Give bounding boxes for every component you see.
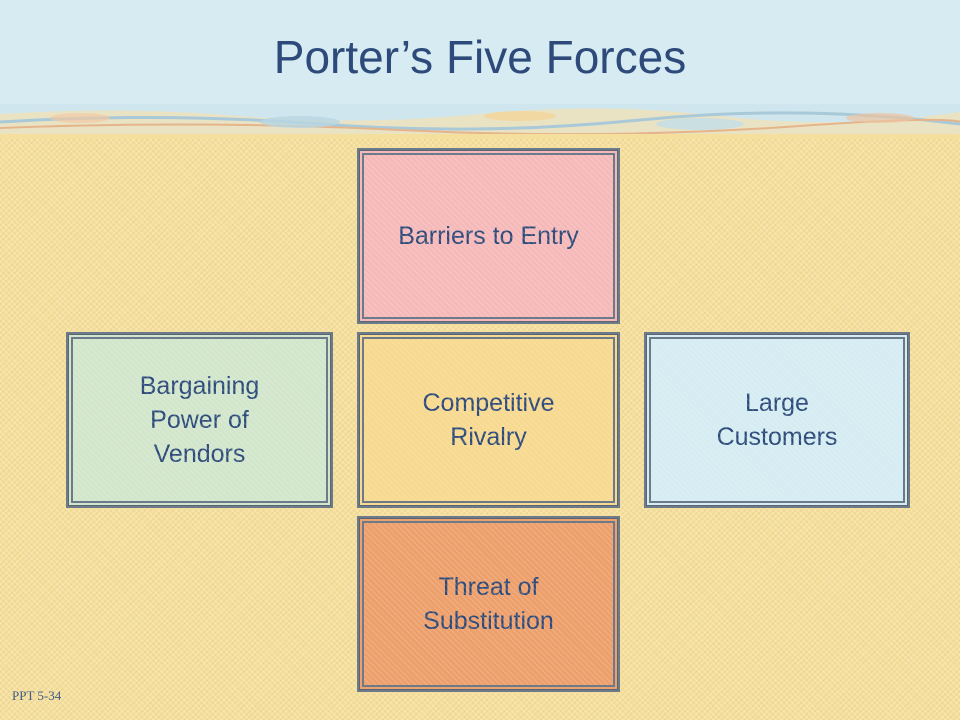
large-customers-label: Large Customers bbox=[716, 389, 838, 451]
header-decoration bbox=[0, 104, 960, 138]
slide-page-label: PPT 5-34 bbox=[12, 688, 62, 703]
slide-header: Porter’s Five Forces bbox=[0, 0, 960, 122]
barriers-to-entry-box: Barriers to Entry bbox=[357, 148, 620, 324]
header-stripe-art bbox=[0, 104, 960, 138]
threat-of-substitution-label: Threat of Substitution bbox=[423, 573, 554, 635]
large-customers-box: Large Customers bbox=[644, 332, 910, 508]
competitive-rivalry-box: Competitive Rivalry bbox=[357, 332, 620, 508]
bargaining-power-of-vendors-box: Bargaining Power of Vendors bbox=[66, 332, 333, 508]
competitive-rivalry-label: Competitive Rivalry bbox=[422, 389, 555, 451]
threat-of-substitution-box: Threat of Substitution bbox=[357, 516, 620, 692]
slide-title: Porter’s Five Forces bbox=[273, 31, 687, 83]
barriers-to-entry-label: Barriers to Entry bbox=[398, 222, 579, 250]
bargaining-power-of-vendors-label: Bargaining Power of Vendors bbox=[139, 372, 260, 468]
